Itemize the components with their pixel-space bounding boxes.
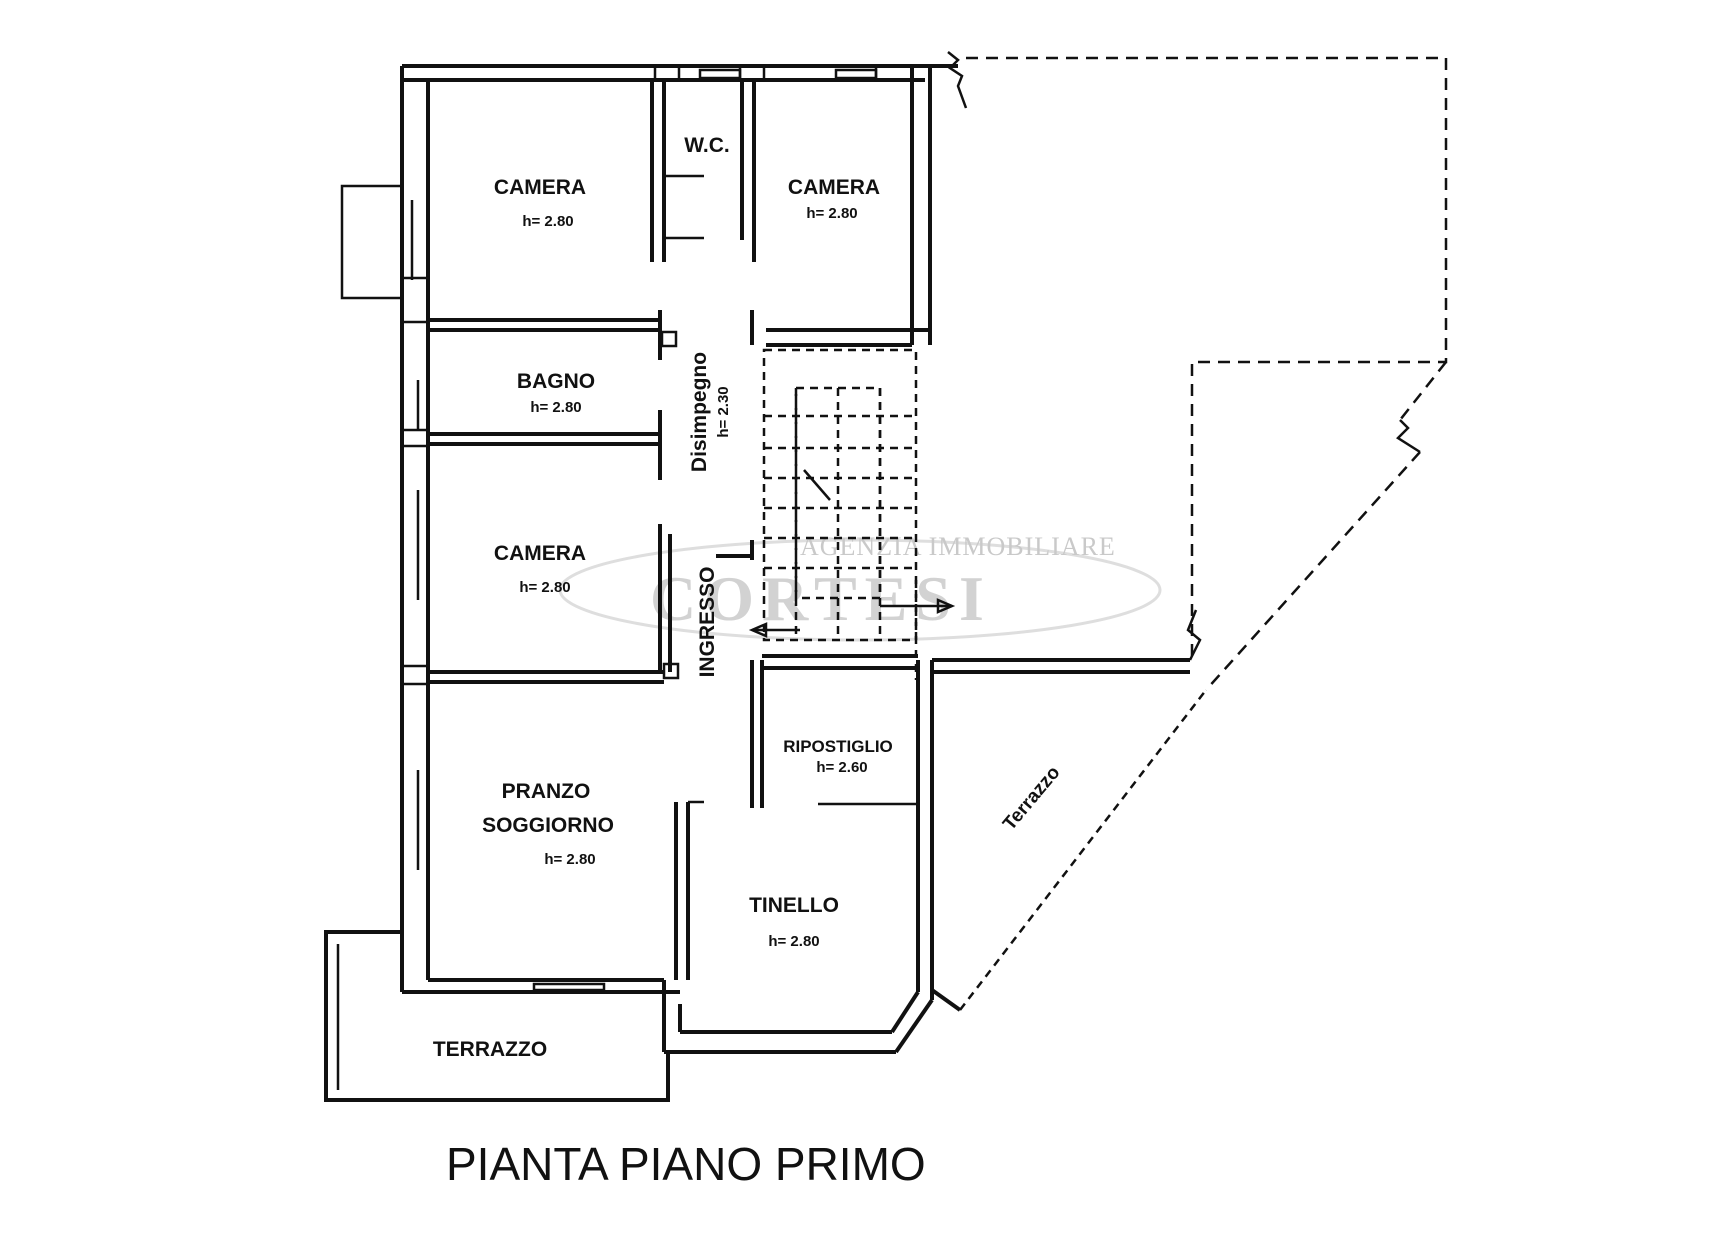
terrace-east bbox=[930, 609, 1207, 1012]
north-windows bbox=[653, 64, 914, 82]
watermark: AGENZIA IMMOBILIARE CORTESI bbox=[558, 532, 1162, 642]
label-terrazzo-e: Terrazzo bbox=[999, 762, 1064, 834]
property-boundary bbox=[966, 56, 1448, 691]
height-disimpegno: h= 2.30 bbox=[715, 386, 732, 437]
staircase bbox=[748, 348, 956, 680]
west-windows bbox=[340, 184, 430, 870]
height-pranzo: h= 2.80 bbox=[544, 851, 595, 868]
label-camera-mid: CAMERA bbox=[494, 542, 586, 565]
label-wc: W.C. bbox=[684, 134, 730, 157]
interior-walls bbox=[428, 80, 930, 980]
height-bagno: h= 2.80 bbox=[530, 399, 581, 416]
room-labels: CAMERA h= 2.80 W.C. CAMERA h= 2.80 BAGNO… bbox=[433, 134, 1065, 1061]
terrace-southwest bbox=[324, 930, 670, 1102]
label-camera-ne: CAMERA bbox=[788, 176, 880, 199]
label-camera-nw: CAMERA bbox=[494, 176, 586, 199]
plan-title: PIANTA PIANO PRIMO bbox=[446, 1138, 926, 1190]
label-ripostiglio: RIPOSTIGLIO bbox=[783, 737, 893, 756]
label-tinello: TINELLO bbox=[749, 894, 839, 917]
label-disimpegno: Disimpegno bbox=[688, 352, 711, 472]
label-pranzo: PRANZO bbox=[502, 780, 591, 803]
height-camera-nw: h= 2.80 bbox=[522, 213, 573, 230]
label-bagno: BAGNO bbox=[517, 370, 595, 393]
height-camera-mid: h= 2.80 bbox=[519, 579, 570, 596]
height-camera-ne: h= 2.80 bbox=[806, 205, 857, 222]
label-terrazzo-sw: TERRAZZO bbox=[433, 1038, 547, 1061]
watermark-agency: AGENZIA IMMOBILIARE bbox=[800, 532, 1116, 561]
label-soggiorno: SOGGIORNO bbox=[482, 814, 614, 837]
label-ingresso: INGRESSO bbox=[696, 567, 719, 678]
height-ripostiglio: h= 2.60 bbox=[816, 759, 867, 776]
height-tinello: h= 2.80 bbox=[768, 933, 819, 950]
